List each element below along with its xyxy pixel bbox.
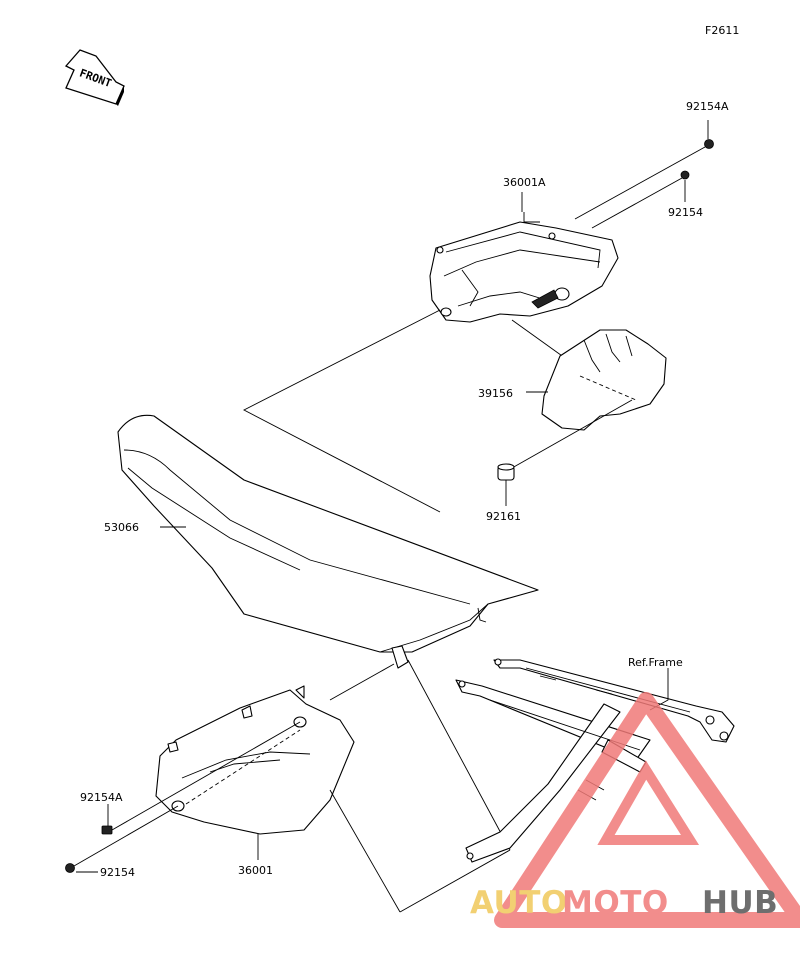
side-cover-36001a bbox=[429, 192, 619, 323]
label-92154a-top: 92154A bbox=[686, 100, 729, 113]
bolt-92154a-bottom bbox=[101, 721, 301, 835]
front-arrow-icon: FRONT bbox=[64, 49, 125, 106]
bolt-92154-bottom bbox=[65, 805, 179, 873]
watermark-part1: AUTO bbox=[470, 885, 568, 921]
pad-39156 bbox=[541, 329, 667, 431]
bolt-92154-top bbox=[591, 170, 690, 229]
label-36001: 36001 bbox=[238, 864, 273, 877]
watermark-logo: AUTO MOTO HUB bbox=[470, 692, 800, 928]
bolt-92154a-top bbox=[574, 120, 714, 220]
watermark-part2: MOTO bbox=[562, 885, 669, 921]
label-92154a-bottom: 92154A bbox=[80, 791, 123, 804]
label-92154-bottom: 92154 bbox=[100, 866, 135, 879]
watermark-part3: HUB bbox=[702, 885, 778, 921]
label-36001a: 36001A bbox=[503, 176, 546, 189]
label-39156: 39156 bbox=[478, 387, 513, 400]
side-cover-36001 bbox=[155, 685, 355, 835]
grommet-92161 bbox=[497, 463, 515, 481]
label-53066: 53066 bbox=[104, 521, 139, 534]
leader-36001a-seat bbox=[243, 309, 441, 513]
seat-53066 bbox=[117, 414, 539, 669]
label-92154-top: 92154 bbox=[668, 206, 703, 219]
label-92161: 92161 bbox=[486, 510, 521, 523]
figure-code: F2611 bbox=[705, 24, 739, 37]
label-ref-frame: Ref.Frame bbox=[628, 656, 683, 669]
